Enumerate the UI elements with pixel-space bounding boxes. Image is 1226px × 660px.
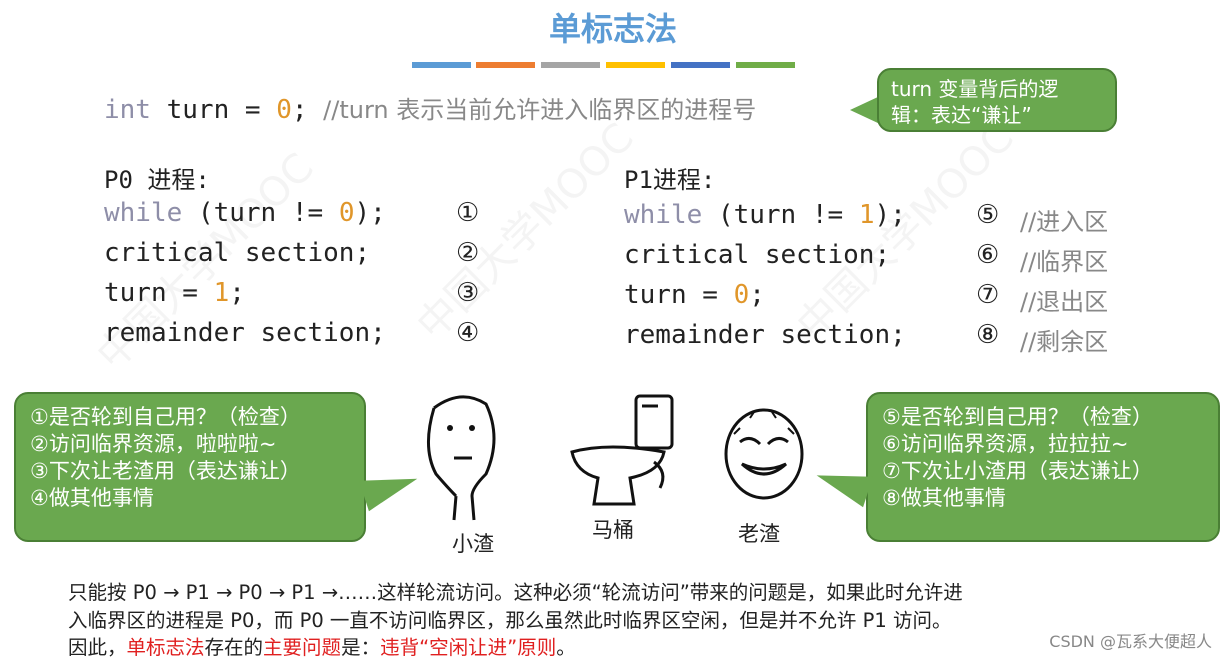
code-text: turn = <box>624 280 734 310</box>
p0-while-line: while (turn != 0); <box>104 198 386 228</box>
footer-text: 是： <box>341 636 381 659</box>
p0-turn-line: turn = 1; <box>104 278 245 308</box>
color-bar-segment <box>412 62 471 68</box>
step-mark: ⑧ <box>976 320 1000 350</box>
step-mark: ① <box>456 198 480 228</box>
number: 0 <box>338 198 355 228</box>
p1-title: P1进程: <box>624 166 716 194</box>
p1-turn-line: turn = 0; <box>624 280 765 310</box>
footer-text: 因此， <box>68 636 127 659</box>
footer-line-1: 只能按 P0 → P1 → P0 → P1 →……这样轮流访问。这种必须“轮流访… <box>68 581 963 604</box>
left-speech-bubble: ①是否轮到自己用？（检查） ②访问临界资源，啦啦啦~ ③下次让老渣用（表达谦让）… <box>14 392 366 542</box>
keyword: int <box>104 95 151 125</box>
bubble-line: ①是否轮到自己用？（检查） <box>30 405 301 429</box>
color-bar-segment <box>736 62 795 68</box>
bubble-tail <box>850 96 880 124</box>
code-text: (turn != <box>702 200 859 230</box>
color-bar-segment <box>606 62 665 68</box>
bubble-line: turn 变量背后的逻 <box>891 77 1059 101</box>
highlight-text: 主要问题 <box>263 636 342 659</box>
bubble-tail <box>811 460 873 508</box>
caption-right: 老渣 <box>738 522 780 546</box>
page-title: 单标志法 <box>548 10 677 48</box>
color-bar-segment <box>541 62 600 68</box>
p0-critical-line: critical section; <box>104 238 371 268</box>
p0-remainder-line: remainder section; <box>104 318 386 348</box>
step-mark: ⑥ <box>976 240 1000 270</box>
csdn-watermark: CSDN @瓦系大便超人 <box>1049 632 1212 651</box>
footer-line-2: 入临界区的进程是 P0，而 P0 一直不访问临界区，那么虽然此时临界区空闲，但是… <box>68 609 952 632</box>
footer-line-3: 因此，单标志法存在的主要问题是：违背“空闲让进”原则。 <box>68 631 576 660</box>
step-mark: ⑤ <box>976 200 1000 230</box>
p1-while-line: while (turn != 1); <box>624 200 906 230</box>
code-text: turn = <box>104 278 214 308</box>
p1-remainder-line: remainder section; <box>624 320 906 350</box>
meme-face-illustration <box>426 395 496 521</box>
step-mark: ③ <box>456 278 480 308</box>
top-speech-bubble: turn 变量背后的逻 辑：表达“谦让” <box>877 68 1117 132</box>
bubble-line: ⑤是否轮到自己用？（检查） <box>882 405 1153 429</box>
code-text: ; <box>291 95 324 125</box>
number: 1 <box>213 278 230 308</box>
number: 0 <box>276 95 292 125</box>
code-text: ); <box>874 200 906 230</box>
step-mark: ② <box>456 238 480 268</box>
code-text: turn = <box>150 95 277 125</box>
p1-critical-line: critical section; <box>624 240 891 270</box>
code-comment: //退出区 <box>1020 288 1109 316</box>
bubble-line: 辑：表达“谦让” <box>891 103 1032 127</box>
keyword: while <box>624 200 703 230</box>
code-comment: //进入区 <box>1020 208 1109 236</box>
code-comment: //剩余区 <box>1020 328 1109 356</box>
highlight-text: 违背“空闲让进”原则 <box>380 636 557 659</box>
bubble-line: ⑦下次让小渣用（表达谦让） <box>882 459 1153 483</box>
bubble-line: ②访问临界资源，啦啦啦~ <box>30 432 277 456</box>
p0-title: P0 进程: <box>104 166 210 194</box>
code-comment: //turn 表示当前允许进入临界区的进程号 <box>323 96 757 124</box>
number: 0 <box>733 280 750 310</box>
right-speech-bubble: ⑤是否轮到自己用？（检查） ⑥访问临界资源，拉拉拉~ ⑦下次让小渣用（表达谦让）… <box>866 392 1220 542</box>
code-text: (turn != <box>182 198 339 228</box>
toilet-illustration <box>570 394 674 506</box>
background-watermark: 中国大学MOOC <box>408 114 643 350</box>
number: 1 <box>858 200 875 230</box>
code-text: ); <box>354 198 386 228</box>
highlight-text: 单标志法 <box>126 636 205 659</box>
caption-left: 小渣 <box>452 532 494 556</box>
bubble-line: ⑥访问临界资源，拉拉拉~ <box>882 432 1129 456</box>
step-mark: ⑦ <box>976 280 1000 310</box>
keyword: while <box>104 198 183 228</box>
caption-middle: 马桶 <box>592 518 634 542</box>
bubble-line: ③下次让老渣用（表达谦让） <box>30 459 301 483</box>
code-comment: //临界区 <box>1020 248 1109 276</box>
footer-text: 存在的 <box>204 636 264 659</box>
meme-face-illustration <box>724 408 804 500</box>
footer-text: 。 <box>556 636 576 659</box>
code-text: ; <box>749 280 765 310</box>
init-code-line: int turn = 0; //turn 表示当前允许进入临界区的进程号 <box>104 90 756 125</box>
step-mark: ④ <box>456 318 480 348</box>
color-bar-segment <box>671 62 730 68</box>
color-bar-segment <box>476 62 535 68</box>
bubble-tail <box>359 463 423 512</box>
bubble-line: ⑧做其他事情 <box>882 486 1006 510</box>
code-text: ; <box>229 278 245 308</box>
bubble-line: ④做其他事情 <box>30 486 154 510</box>
